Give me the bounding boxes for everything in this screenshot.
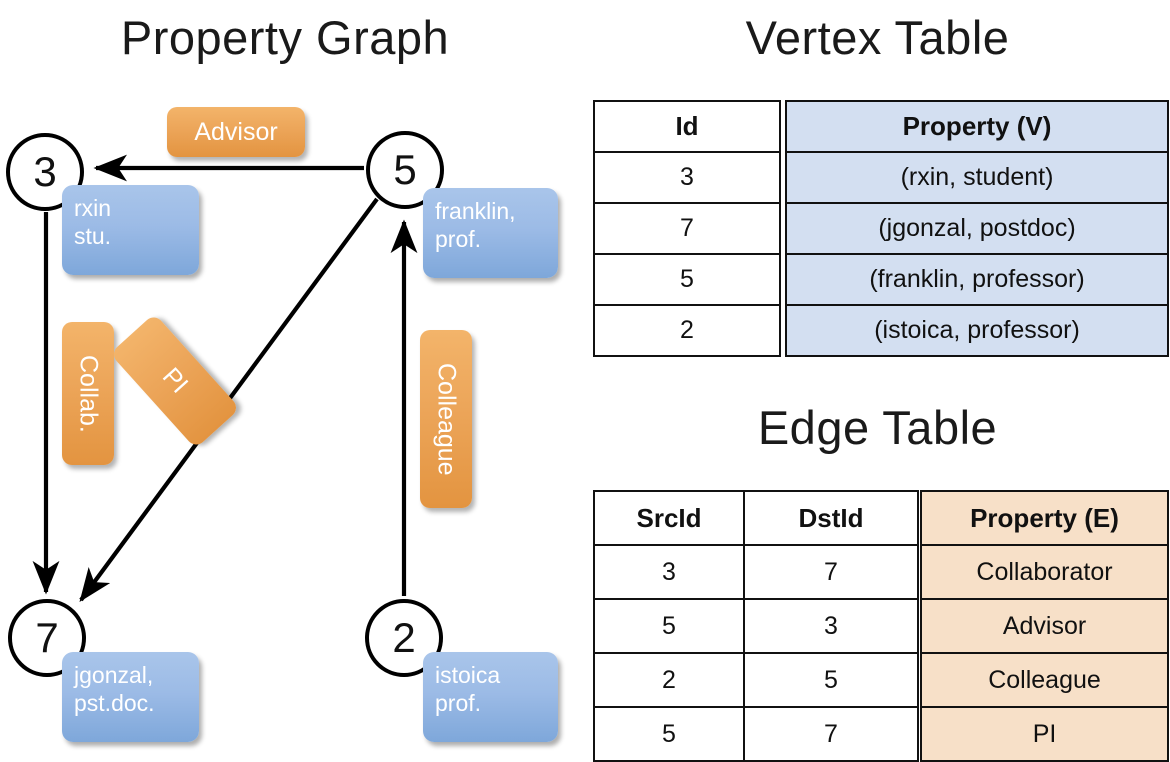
vertex-table-cell-id: 5 [593, 253, 781, 306]
vertex-property-istoica-line2: prof. [435, 690, 482, 717]
vertex-property-istoica-line1: istoica [435, 662, 501, 688]
edge-label-collab-text: Collab. [74, 354, 103, 433]
graph-node-5-label: 5 [393, 146, 417, 193]
edge-label-pi-text: PI [157, 362, 194, 399]
table-header-row: SrcId DstId [593, 490, 919, 546]
edge-table-cell-dstid: 3 [743, 598, 919, 654]
table-row[interactable]: Collaborator [920, 544, 1169, 600]
edge-table-id-columns: SrcId DstId 3 7 5 3 2 5 5 7 [593, 490, 919, 762]
edge-table-header-property: Property (E) [920, 490, 1169, 546]
edge-table-cell-dstid: 7 [743, 544, 919, 600]
vertex-property-franklin-line2: prof. [435, 226, 482, 253]
vertex-property-jgonzal-line2: pst.doc. [74, 690, 155, 717]
vertex-table-cell-property: (istoica, professor) [785, 304, 1169, 357]
table-row[interactable]: Colleague [920, 652, 1169, 708]
vertex-property-jgonzal-line1: jgonzal, [74, 662, 154, 688]
vertex-table-cell-id: 7 [593, 202, 781, 255]
edge-label-colleague: Colleague [420, 330, 472, 508]
edge-label-advisor: Advisor [167, 107, 305, 157]
vertex-property-franklin-line1: franklin, [435, 198, 516, 224]
edge-table-cell-property: PI [920, 706, 1169, 762]
graph-node-7-label: 7 [35, 614, 59, 661]
edge-label-colleague-text: Colleague [432, 362, 461, 476]
vertex-property-rxin-line1: rxin [74, 195, 112, 221]
edge-label-advisor-text: Advisor [194, 117, 278, 146]
vertex-table-cell-id: 3 [593, 151, 781, 204]
vertex-table-cell-property: (jgonzal, postdoc) [785, 202, 1169, 255]
table-row[interactable]: 2 [593, 304, 781, 357]
graph-node-2[interactable]: 2 [365, 599, 443, 677]
graph-node-2-label: 2 [392, 614, 416, 661]
vertex-table-cell-property: (rxin, student) [785, 151, 1169, 204]
table-row[interactable]: Advisor [920, 598, 1169, 654]
table-row[interactable]: (rxin, student) [785, 151, 1169, 204]
edge-table-cell-property: Advisor [920, 598, 1169, 654]
table-row[interactable]: (jgonzal, postdoc) [785, 202, 1169, 255]
vertex-property-box-rxin: rxin stu. [62, 185, 199, 275]
table-row[interactable]: 2 5 [593, 652, 919, 708]
property-graph-panel: Property Graph 3 5 7 2 rxin stu. frankli… [0, 0, 585, 760]
vertex-property-box-franklin: franklin, prof. [423, 188, 558, 278]
page-title-property-graph: Property Graph [120, 11, 450, 64]
vertex-property-rxin-line2: stu. [74, 223, 112, 250]
edge-table-cell-property: Colleague [920, 652, 1169, 708]
page-title-vertex-table: Vertex Table [745, 11, 1010, 64]
vertex-table-id-column: Id 3 7 5 2 [593, 100, 781, 357]
table-header-row: Property (E) [920, 490, 1169, 546]
table-row[interactable]: 3 [593, 151, 781, 204]
edge-table-cell-dstid: 5 [743, 652, 919, 708]
table-row[interactable]: 5 7 [593, 706, 919, 762]
table-row[interactable]: (franklin, professor) [785, 253, 1169, 306]
table-row[interactable]: (istoica, professor) [785, 304, 1169, 357]
vertex-table-cell-id: 2 [593, 304, 781, 357]
vertex-table-header-id: Id [593, 100, 781, 153]
vertex-table-property-column: Property (V) (rxin, student) (jgonzal, p… [785, 100, 1169, 357]
graph-node-3-label: 3 [33, 148, 57, 195]
table-row[interactable]: 5 3 [593, 598, 919, 654]
table-row[interactable]: 7 [593, 202, 781, 255]
table-row[interactable]: 3 7 [593, 544, 919, 600]
vertex-property-box-istoica: istoica prof. [423, 652, 558, 742]
edge-table-property-column: Property (E) Collaborator Advisor Collea… [920, 490, 1169, 762]
table-header-row: Id [593, 100, 781, 153]
table-row[interactable]: PI [920, 706, 1169, 762]
edge-table-header-srcid: SrcId [593, 490, 745, 546]
table-header-row: Property (V) [785, 100, 1169, 153]
vertex-table-cell-property: (franklin, professor) [785, 253, 1169, 306]
graph-node-5[interactable]: 5 [366, 131, 444, 209]
edge-table-cell-dstid: 7 [743, 706, 919, 762]
vertex-table-header-property: Property (V) [785, 100, 1169, 153]
edge-table-cell-srcid: 2 [593, 652, 745, 708]
vertex-property-box-jgonzal: jgonzal, pst.doc. [62, 652, 199, 742]
table-row[interactable]: 5 [593, 253, 781, 306]
edge-table-cell-property: Collaborator [920, 544, 1169, 600]
edge-table-cell-srcid: 3 [593, 544, 745, 600]
edge-table-header-dstid: DstId [743, 490, 919, 546]
edge-table-cell-srcid: 5 [593, 598, 745, 654]
edge-label-collab: Collab. [62, 322, 114, 465]
edge-table-cell-srcid: 5 [593, 706, 745, 762]
page-title-edge-table: Edge Table [757, 401, 998, 454]
